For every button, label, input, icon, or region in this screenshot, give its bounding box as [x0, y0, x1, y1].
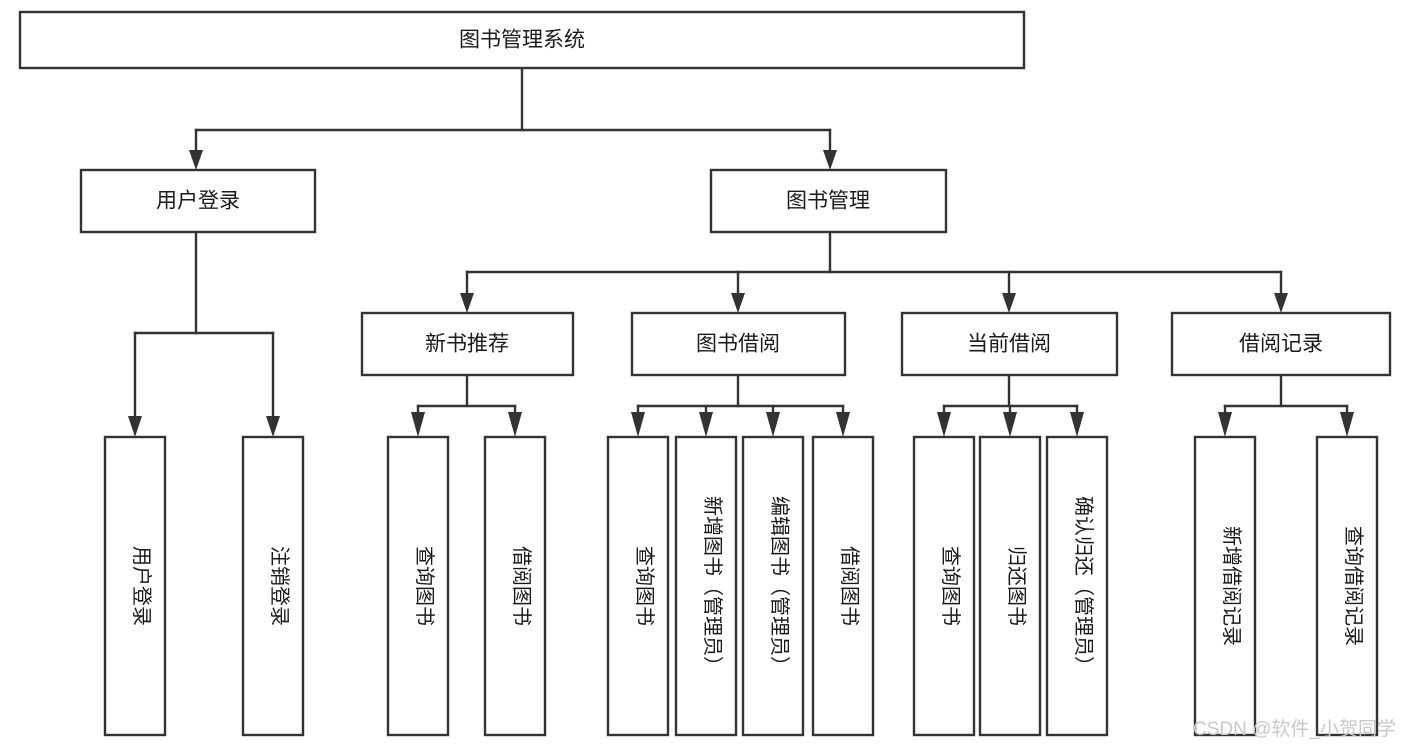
node-book-manage-box[interactable] [709, 168, 948, 234]
arrow-current-borrow-leaf2-icon [1003, 412, 1017, 437]
leaf-br-query-record-label: 查询借阅记录 [1342, 526, 1365, 646]
arrow-to-user-login-icon [189, 150, 203, 170]
arrow-book-borrow-leaf2-icon [699, 412, 713, 437]
node-borrow-records[interactable]: 借阅记录 [1170, 311, 1392, 377]
arrow-book-borrow-leaf4-icon [836, 412, 850, 437]
arrow-book-borrow-leaf3-icon [766, 412, 780, 437]
leaf-node[interactable]: 查询图书 [606, 435, 670, 737]
node-new-book-recommend-box[interactable] [360, 311, 575, 377]
arrow-new-book-leaf1-icon [411, 412, 425, 437]
arrow-user-login-leaf1-icon [128, 416, 142, 437]
leaf-node[interactable]: 借阅图书 [483, 435, 547, 737]
csdn-watermark: CSDN @软件_小贺同学 [1193, 718, 1396, 740]
node-user-login-box[interactable] [79, 168, 317, 234]
node-root-box[interactable] [18, 10, 1026, 70]
leaf-node[interactable]: 新增借阅记录 [1193, 435, 1257, 737]
leaf-bb-add-book-label: 新增图书（管理员） [701, 496, 724, 676]
leaf-node[interactable]: 注销登录 [241, 435, 305, 737]
leaf-node[interactable]: 归还图书 [978, 435, 1042, 737]
leaf-cb-return-book-label: 归还图书 [1005, 546, 1028, 626]
node-user-login-label: 用户登录 [156, 190, 240, 213]
arrow-to-borrow-records-icon [1274, 293, 1288, 313]
node-borrow-records-box[interactable] [1170, 311, 1392, 377]
leaf-bb-query-book-label: 查询图书 [633, 546, 656, 626]
leaf-cb-query-book-box[interactable] [912, 435, 976, 737]
leaf-node[interactable]: 查询借阅记录 [1315, 435, 1379, 737]
node-book-borrow-box[interactable] [630, 311, 847, 377]
arrow-borrow-records-leaf1-icon [1218, 412, 1232, 437]
arrow-current-borrow-leaf3-icon [1070, 412, 1084, 437]
arrow-new-book-leaf2-icon [508, 412, 522, 437]
leaf-cb-confirm-return-label: 确认归还（管理员） [1072, 496, 1095, 676]
leaf-br-query-record-box[interactable] [1315, 435, 1379, 737]
leaf-cb-return-book-box[interactable] [978, 435, 1042, 737]
node-new-book-recommend[interactable]: 新书推荐 [360, 311, 575, 377]
arrow-to-current-borrow-icon [1002, 293, 1016, 313]
node-current-borrow-box[interactable] [900, 311, 1119, 377]
leaf-nb-borrow-book-box[interactable] [483, 435, 547, 737]
leaf-nb-query-book-label: 查询图书 [413, 546, 436, 626]
leaf-bb-borrow-book-box[interactable] [811, 435, 875, 737]
connector-group [128, 66, 1354, 437]
leaf-user-login-box[interactable] [103, 435, 167, 737]
leaf-node[interactable]: 用户登录 [103, 435, 167, 737]
arrow-to-new-book-icon [460, 293, 474, 313]
arrow-current-borrow-leaf1-icon [937, 412, 951, 437]
leaf-bb-edit-book-label: 编辑图书（管理员） [768, 496, 791, 676]
leaf-bb-query-book-box[interactable] [606, 435, 670, 737]
node-book-manage[interactable]: 图书管理 [709, 168, 948, 234]
node-current-borrow[interactable]: 当前借阅 [900, 311, 1119, 377]
node-book-borrow[interactable]: 图书借阅 [630, 311, 847, 377]
leaf-node[interactable]: 新增图书（管理员） [674, 435, 738, 737]
leaf-node[interactable]: 查询图书 [912, 435, 976, 737]
arrow-borrow-records-leaf2-icon [1340, 412, 1354, 437]
leaf-logout-label: 注销登录 [268, 546, 291, 626]
leaf-user-login-label: 用户登录 [130, 546, 153, 626]
leaf-cb-confirm-return-box[interactable] [1045, 435, 1109, 737]
leaf-nb-borrow-book-label: 借阅图书 [510, 546, 533, 626]
leaf-br-add-record-box[interactable] [1193, 435, 1257, 737]
leaf-node[interactable]: 确认归还（管理员） [1045, 435, 1109, 737]
node-book-manage-label: 图书管理 [786, 190, 870, 213]
node-borrow-records-label: 借阅记录 [1239, 333, 1323, 356]
leaf-logout-box[interactable] [241, 435, 305, 737]
arrow-to-book-borrow-icon [731, 293, 745, 313]
node-root-label: 图书管理系统 [459, 29, 585, 52]
node-current-borrow-label: 当前借阅 [967, 333, 1051, 356]
leaf-node[interactable]: 查询图书 [386, 435, 450, 737]
arrow-to-book-manage-icon [823, 150, 837, 170]
leaf-cb-query-book-label: 查询图书 [939, 546, 962, 626]
arrow-user-login-leaf2-icon [266, 416, 280, 437]
leaf-br-add-record-label: 新增借阅记录 [1220, 526, 1243, 646]
node-book-borrow-label: 图书借阅 [696, 333, 780, 356]
node-user-login[interactable]: 用户登录 [79, 168, 317, 234]
arrow-book-borrow-leaf1-icon [631, 412, 645, 437]
leaf-bb-borrow-book-label: 借阅图书 [838, 546, 861, 626]
leaf-node[interactable]: 借阅图书 [811, 435, 875, 737]
leaf-bb-add-book-box[interactable] [674, 435, 738, 737]
leaf-bb-edit-book-box[interactable] [741, 435, 805, 737]
leaf-nb-query-book-box[interactable] [386, 435, 450, 737]
leaf-node[interactable]: 编辑图书（管理员） [741, 435, 805, 737]
node-root[interactable]: 图书管理系统 [18, 10, 1026, 70]
node-new-book-recommend-label: 新书推荐 [425, 333, 509, 356]
